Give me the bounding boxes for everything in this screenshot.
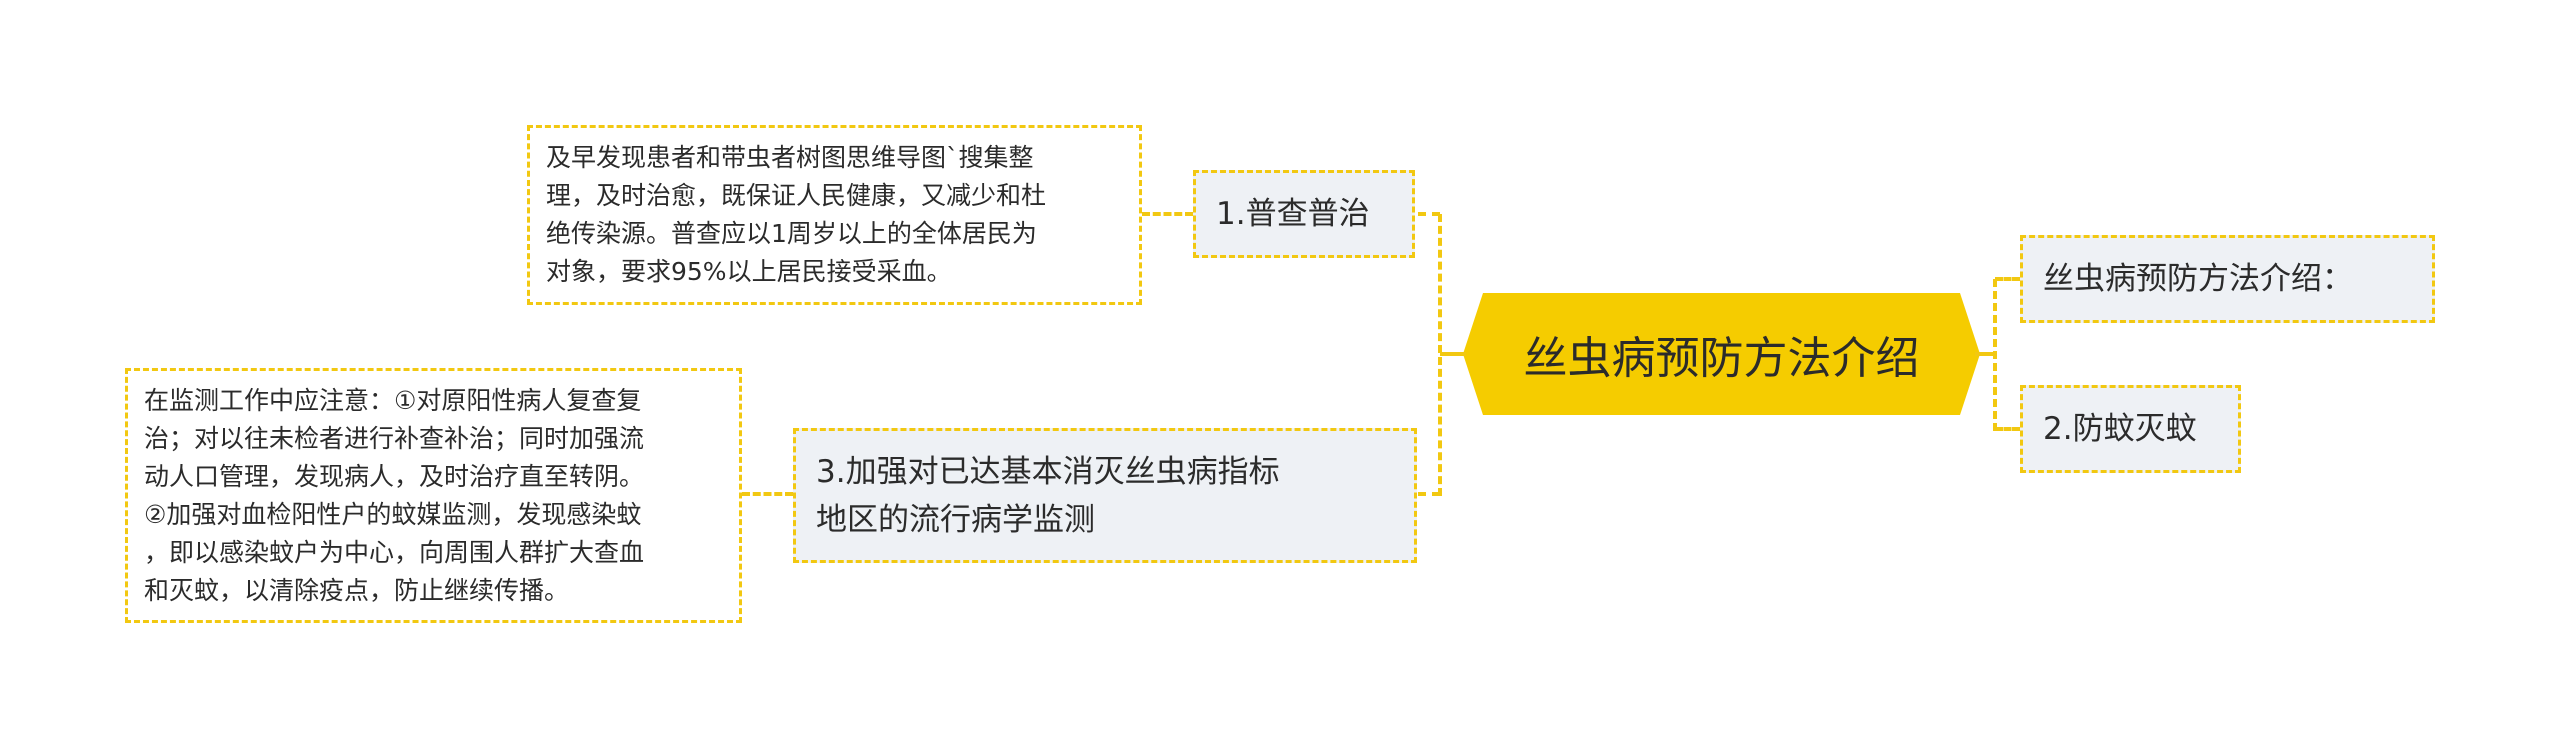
connector-right-trunk (1993, 279, 1997, 431)
note-monitoring-detail[interactable]: 在监测工作中应注意：①对原阳性病人复查复 治；对以往未检者进行补查补治；同时加强… (125, 368, 742, 623)
note-line: 在监测工作中应注意：①对原阳性病人复查复 (144, 385, 642, 415)
central-topic[interactable]: 丝虫病预防方法介绍 (1463, 293, 1980, 415)
note-line: ，即以感染蚊户为中心，向周围人群扩大查血 (144, 537, 645, 567)
topic-introduction[interactable]: 丝虫病预防方法介绍： (2020, 235, 2435, 323)
connector-to-topic-1 (1418, 212, 1440, 216)
topic-label: 丝虫病预防方法介绍： (2043, 261, 2353, 297)
connector-note-2 (742, 492, 793, 496)
note-line: 理，及时治愈，既保证人民健康，又减少和杜 (546, 181, 1047, 210)
topic-epidemiological-monitoring[interactable]: 3.加强对已达基本消灭丝虫病指标 地区的流行病学监测 (793, 428, 1417, 563)
topic-label-line: 3.加强对已达基本消灭丝虫病指标 (816, 453, 1280, 490)
note-line: 对象，要求95%以上居民接受采血。 (546, 257, 952, 286)
topic-label: 1.普查普治 (1216, 196, 1370, 232)
topic-screening-treatment[interactable]: 1.普查普治 (1193, 170, 1415, 258)
central-topic-label: 丝虫病预防方法介绍 (1523, 333, 1920, 384)
topic-label: 2.防蚊灭蚊 (2043, 411, 2197, 447)
note-line: 及早发现患者和带虫者树图思维导图`搜集整 (546, 143, 1034, 172)
connector-central-left (1440, 352, 1466, 356)
note-line: 绝传染源。普查应以1周岁以上的全体居民为 (546, 219, 1037, 248)
note-line: 和灭蚊，以清除疫点，防止继续传播。 (144, 575, 570, 605)
note-line: 动人口管理，发现病人，及时治疗直至转阴。 (144, 461, 645, 491)
topic-mosquito-control[interactable]: 2.防蚊灭蚊 (2020, 385, 2241, 473)
connector-central-right (1975, 352, 1995, 356)
connector-to-right-topic-1 (1995, 277, 2020, 281)
connector-note-1 (1142, 212, 1193, 216)
connector-to-topic-3 (1418, 492, 1440, 496)
connector-left-trunk (1438, 214, 1442, 496)
connector-to-right-topic-2 (1995, 427, 2020, 431)
note-line: ②加强对血检阳性户的蚊媒监测，发现感染蚊 (144, 499, 642, 529)
note-screening-detail[interactable]: 及早发现患者和带虫者树图思维导图`搜集整 理，及时治愈，既保证人民健康，又减少和… (527, 125, 1142, 305)
topic-label-line: 地区的流行病学监测 (816, 501, 1095, 538)
note-line: 治；对以往未检者进行补查补治；同时加强流 (144, 423, 645, 453)
hexagon-shape (1463, 293, 1980, 415)
